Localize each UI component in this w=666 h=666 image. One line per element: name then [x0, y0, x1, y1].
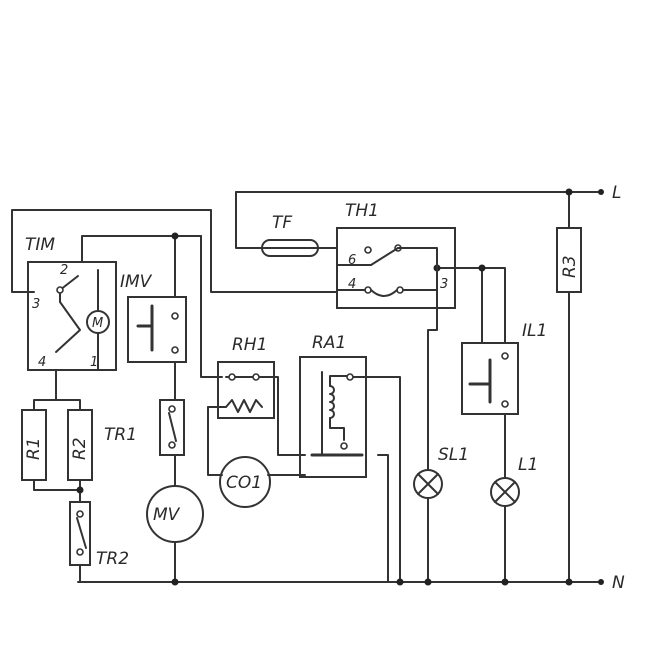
contact-point: [56, 286, 64, 294]
l1-circle: [490, 477, 520, 507]
label-M: M: [92, 316, 103, 331]
contact-point: [501, 400, 509, 408]
junction-dot: [396, 578, 404, 586]
imv-box: [127, 296, 187, 363]
tr2-body: [69, 501, 91, 566]
junction-dot: [478, 264, 486, 272]
terminal-2: 2: [60, 263, 68, 278]
junction-dot: [171, 578, 179, 586]
junction-dot: [501, 578, 509, 586]
contact-point: [252, 373, 260, 381]
junction-dot: [565, 188, 573, 196]
mv-circle: [146, 485, 204, 543]
resistor-R2: R2: [67, 409, 93, 481]
terminal-L-dot: [598, 189, 604, 195]
label-TIM: TIM: [25, 235, 55, 255]
resistor-R3: R3: [556, 227, 582, 293]
component-CO1: CO1: [219, 456, 271, 508]
terminal-N-dot: [598, 579, 604, 585]
label-R2: R2: [70, 437, 90, 460]
fuse-TF: TF: [261, 213, 319, 257]
thermal-fuse-TR2: TR2: [69, 501, 129, 569]
resistor-R1-body: [21, 409, 47, 481]
label-RA1: RA1: [312, 333, 346, 353]
th1-box: [336, 227, 456, 309]
terminal-1: 1: [90, 355, 98, 370]
switch-IL1: IL1: [461, 321, 547, 415]
resistor-R1: R1: [21, 409, 47, 481]
resistor-R2-body: [67, 409, 93, 481]
relay-RA1: RA1: [299, 333, 367, 478]
contact-point: [228, 373, 236, 381]
relay-coil: [329, 385, 335, 419]
terminal-3: 3: [32, 297, 40, 312]
timer-box: [27, 261, 117, 371]
il1-box: [461, 342, 519, 415]
th1-switch-blade: [370, 247, 399, 266]
label-L: L: [612, 183, 621, 203]
thermal-fuse-TR1: TR1: [104, 399, 185, 456]
contact-point: [168, 441, 176, 449]
contact-point: [364, 246, 372, 254]
label-TH1: TH1: [345, 201, 379, 221]
contact-point: [171, 312, 179, 320]
label-IL1: IL1: [522, 321, 547, 341]
motor-MV: MV: [146, 485, 204, 543]
contact-point: [76, 548, 84, 556]
junction-dot: [565, 578, 573, 586]
label-TR2: TR2: [96, 549, 129, 569]
thermostat-TH1: TH1 6 4 3: [336, 201, 456, 309]
junction-dot: [424, 578, 432, 586]
label-L1: L1: [518, 455, 538, 475]
tr1-body: [159, 399, 185, 456]
terminal-4: 4: [38, 355, 46, 370]
terminal-4: 4: [348, 277, 356, 292]
junction-dot: [171, 232, 179, 240]
heater-zigzag: [225, 399, 263, 413]
label-SL1: SL1: [438, 445, 469, 465]
label-TF: TF: [272, 213, 292, 233]
terminal-3: 3: [440, 277, 448, 292]
label-R3: R3: [560, 255, 580, 278]
label-N: N: [612, 573, 625, 593]
junction-dot: [76, 486, 84, 494]
timer-TIM: TIM 2 3 4 1 M: [25, 235, 117, 371]
rh1-box: [217, 361, 275, 419]
terminal-6: 6: [348, 253, 356, 268]
lamp-SL1: SL1: [413, 445, 469, 499]
contact-point: [501, 352, 509, 360]
label-MV: MV: [153, 505, 181, 525]
label-TR1: TR1: [104, 425, 137, 445]
co1-circle: [219, 456, 271, 508]
component-RH1: RH1: [207, 335, 275, 419]
label-R1: R1: [24, 437, 44, 460]
junctions: [76, 188, 604, 586]
wiring: [11, 191, 602, 583]
label-IMV: IMV: [120, 272, 153, 292]
sl1-circle: [413, 469, 443, 499]
contact-point: [76, 510, 84, 518]
label-CO1: CO1: [226, 473, 262, 493]
resistor-R3-body: [556, 227, 582, 293]
lamp-L1: L1: [490, 455, 538, 507]
ra1-box: [299, 356, 367, 478]
contact-point: [340, 442, 348, 450]
timer-switch-link: [55, 289, 81, 353]
contact-point: [346, 373, 354, 381]
switch-IMV: IMV: [120, 272, 187, 363]
label-RH1: RH1: [232, 335, 267, 355]
timer-switch-blade: [59, 275, 79, 291]
contact-point: [168, 405, 176, 413]
contact-point: [171, 346, 179, 354]
